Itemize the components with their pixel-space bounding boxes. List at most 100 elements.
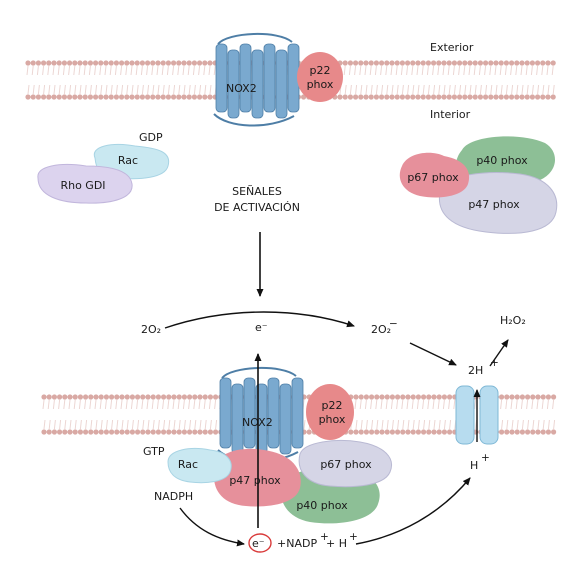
lipid-head <box>57 394 63 400</box>
lipid-head <box>342 94 348 100</box>
bottom-p22-label-line1: p22 <box>322 399 343 412</box>
lipid-tail <box>84 84 87 95</box>
lipid-head <box>51 394 58 400</box>
lipid-tail <box>390 65 393 76</box>
lipid-head <box>51 94 57 100</box>
active-phox-complex: p40 phox p67 phox p47 phox <box>213 440 392 524</box>
lipid-tail <box>199 419 202 430</box>
lipid-head <box>551 429 557 435</box>
lipid-head <box>405 94 411 100</box>
lipid-tail <box>526 84 529 95</box>
lipid-tail <box>120 65 123 76</box>
two-h-label: 2H <box>468 364 483 377</box>
lipid-head <box>134 94 140 100</box>
lipid-tail <box>172 399 175 410</box>
lipid-tail <box>130 399 133 410</box>
lipid-tail <box>100 419 103 430</box>
lipid-tail <box>401 399 404 410</box>
lipid-head <box>446 94 452 100</box>
lipid-head <box>77 94 83 100</box>
lipid-tail <box>105 84 108 95</box>
lipid-head <box>67 429 73 435</box>
lipid-tail <box>85 419 88 430</box>
lipid-head <box>155 394 161 400</box>
rho-gdi-label: Rho GDI <box>60 179 105 192</box>
lipid-head <box>540 394 546 400</box>
lipid-head <box>509 60 515 66</box>
lipid-head <box>353 60 359 66</box>
lipid-head <box>30 60 36 66</box>
lipid-tail <box>432 399 435 410</box>
lipid-head <box>550 94 556 100</box>
lipid-tail <box>177 399 180 410</box>
lipid-head <box>129 94 135 100</box>
lipid-tail <box>552 399 555 410</box>
lipid-head <box>395 429 401 435</box>
lipid-head <box>389 94 395 100</box>
lipid-head <box>447 394 453 400</box>
lipid-head <box>472 60 478 66</box>
lipid-tail <box>110 84 113 95</box>
top-p22-label-line2: phox <box>307 78 334 91</box>
lipid-head <box>337 94 343 100</box>
lipid-head <box>165 94 171 100</box>
lipid-tail <box>438 84 441 95</box>
lipid-head <box>425 60 431 66</box>
nox2-helix <box>291 377 304 449</box>
lipid-head <box>369 394 375 400</box>
lipid-head <box>129 60 135 66</box>
lipid-head <box>436 394 442 400</box>
lipid-head <box>41 60 47 66</box>
lipid-tail <box>417 84 420 95</box>
lipid-tail <box>115 399 118 410</box>
bottom-membrane <box>41 394 557 435</box>
lipid-head <box>399 94 405 100</box>
lipid-head <box>98 94 104 100</box>
channel-right-half <box>479 385 499 445</box>
lipid-tail <box>147 419 150 430</box>
lipid-head <box>545 60 551 66</box>
lipid-head <box>160 60 166 66</box>
lipid-tail <box>69 419 72 430</box>
lipid-head <box>363 394 369 400</box>
lipid-head <box>93 60 99 66</box>
lipid-tail <box>214 399 217 410</box>
lipid-tail <box>402 419 405 430</box>
lipid-head <box>135 429 141 435</box>
lipid-tail <box>26 65 29 76</box>
lipid-tail <box>412 419 415 430</box>
lipid-tail <box>168 419 171 430</box>
lipid-tail <box>541 65 544 76</box>
gdp-label: GDP <box>139 131 163 144</box>
lipid-tail <box>406 399 409 410</box>
lipid-head <box>431 394 437 400</box>
lipid-tail <box>115 84 118 95</box>
lipid-tail <box>162 399 165 410</box>
lipid-head <box>426 429 432 435</box>
lipid-tail <box>163 419 166 430</box>
nox2-helix <box>227 49 240 119</box>
lipid-head <box>415 60 421 66</box>
lipid-head <box>108 94 114 100</box>
bottom-p47-label: p47 phox <box>229 474 281 487</box>
lipid-head <box>187 429 193 435</box>
lipid-tail <box>105 419 108 430</box>
lipid-head <box>103 394 109 400</box>
lipid-tail <box>516 419 519 430</box>
lipid-tail <box>193 399 196 410</box>
lipid-tail <box>69 84 72 95</box>
lipid-head <box>519 94 525 100</box>
lipid-head <box>145 429 151 435</box>
lipid-head <box>551 394 557 400</box>
lipid-tail <box>198 65 201 76</box>
lipid-tail <box>521 419 524 430</box>
lipid-head <box>535 94 541 100</box>
lipid-head <box>363 429 369 435</box>
lipid-head <box>139 60 145 66</box>
lipid-head <box>135 394 141 400</box>
lipid-head <box>181 94 187 100</box>
lipid-tail <box>213 65 216 76</box>
lipid-head <box>431 94 437 100</box>
lipid-tail <box>473 65 476 76</box>
lipid-head <box>379 429 385 435</box>
